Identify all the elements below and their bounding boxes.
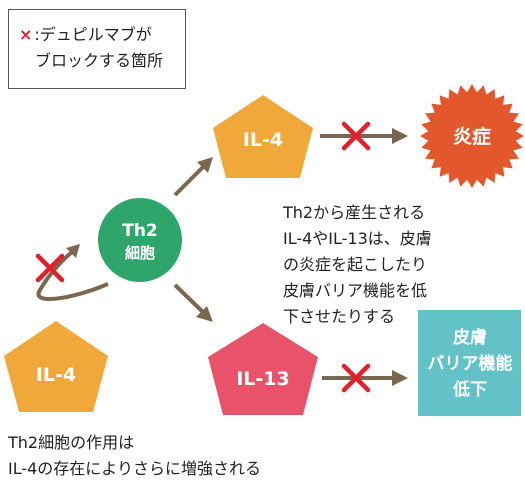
note-right: Th2から産生される IL-4やIL-13は、皮膚 の炎症を起こしたり 皮膚バリ… xyxy=(283,200,432,330)
il13-pentagon xyxy=(208,323,318,415)
block-mark-il4-feedback xyxy=(35,253,65,283)
arrows xyxy=(36,128,408,386)
skin-barrier-box xyxy=(418,310,521,416)
inflammation-burst xyxy=(420,84,524,188)
th2-label-line1: Th2 xyxy=(122,221,158,241)
note-right-line: 下させたりする xyxy=(283,307,396,326)
il4-top-pentagon xyxy=(213,95,313,178)
note-right-line: Th2から産生される xyxy=(283,203,426,222)
note-bottom-line: Th2細胞の作用は xyxy=(8,433,135,452)
arrow-il4-feedback xyxy=(36,250,109,301)
arrow-th2-to-il4 xyxy=(173,163,207,197)
arrowhead-il4-to-inflammation xyxy=(392,128,408,144)
th2-label-line2: 細胞 xyxy=(125,244,155,262)
arrowhead-il13-to-barrier xyxy=(392,370,408,386)
barrier-label-line3: 低下 xyxy=(452,379,487,400)
note-right-line: 皮膚バリア機能を低 xyxy=(283,281,428,300)
barrier-label-line2: バリア機能 xyxy=(428,353,513,374)
legend-line2: ブロックする箇所 xyxy=(35,51,164,70)
note-bottom: Th2細胞の作用は IL-4の存在によりさらに増強される xyxy=(8,430,261,482)
il4-top-label: IL-4 xyxy=(243,129,283,151)
arrowhead-th2-to-il4 xyxy=(197,157,213,173)
note-right-line: IL-4やIL-13は、皮膚 xyxy=(283,229,432,248)
block-mark-il13-barrier xyxy=(341,363,371,393)
il4-left-label: IL-4 xyxy=(36,364,76,386)
legend-line1: ×:デュピルマブが xyxy=(19,25,152,44)
inflammation-label: 炎症 xyxy=(453,125,491,148)
th2-cell-circle xyxy=(98,198,182,282)
note-right-line: の炎症を起こしたり xyxy=(283,255,428,274)
arrowhead-th2-to-il13 xyxy=(196,306,213,322)
barrier-label-line1: 皮膚 xyxy=(453,327,487,348)
il4-left-pentagon xyxy=(4,321,108,412)
block-mark-legend-icon: × xyxy=(19,25,33,44)
note-bottom-line: IL-4の存在によりさらに増強される xyxy=(8,459,261,478)
arrow-th2-to-il13 xyxy=(173,283,207,316)
legend-box: ×:デュピルマブが ブロックする箇所 xyxy=(8,9,186,89)
il13-label: IL-13 xyxy=(236,368,290,390)
block-mark-il4-inflammation xyxy=(341,121,371,151)
arrowhead-il4-feedback xyxy=(66,244,80,258)
